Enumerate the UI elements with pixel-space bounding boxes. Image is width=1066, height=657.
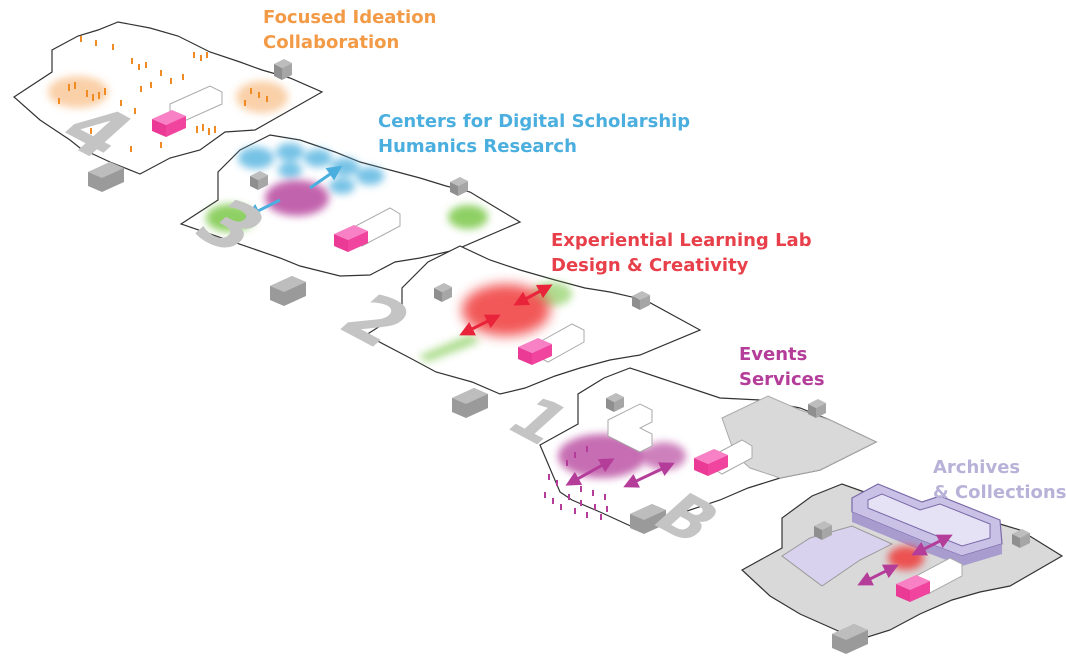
floor-1-label-line-2: Services <box>739 369 825 390</box>
flow-arrow <box>513 284 553 306</box>
archives-wing <box>851 483 1003 566</box>
floor-4-label-line-2: Collaboration <box>263 32 400 53</box>
people-icons <box>58 36 268 152</box>
humanics-zone <box>265 180 329 216</box>
digital-scholarship-zones <box>238 143 384 194</box>
floor-b-label-line-1: Archives <box>933 457 1021 478</box>
flow-arrow <box>245 198 281 218</box>
stair-block <box>606 393 624 412</box>
floor-2-label-line-2: Design & Creativity <box>551 255 749 276</box>
stair-block <box>450 177 468 196</box>
core-block <box>896 575 930 602</box>
stair-block <box>434 283 452 302</box>
floor-b-label: Archives & Collections <box>933 455 1066 505</box>
floor-2-label: Experiential Learning Lab Design & Creat… <box>551 228 812 278</box>
stair-block <box>632 291 650 310</box>
floor-4-label: Focused Ideation Collaboration <box>263 5 436 55</box>
stair-block <box>814 521 832 540</box>
green-corridor <box>418 334 480 362</box>
floor-4-label-line-1: Focused Ideation <box>263 7 437 28</box>
green-zone <box>206 204 254 232</box>
flow-arrow <box>623 462 675 488</box>
collab-zone <box>236 81 288 113</box>
entry-stair <box>630 504 666 534</box>
stair-block <box>808 399 826 418</box>
floor-1-label-line-1: Events <box>739 344 808 365</box>
green-zone <box>448 205 488 229</box>
stair-block <box>274 59 292 80</box>
collections-zone <box>888 546 924 570</box>
core-block <box>694 449 728 476</box>
floor-4: 4 <box>13 21 324 192</box>
entry-stair <box>88 162 124 192</box>
floor-2-label-line-1: Experiential Learning Lab <box>551 230 812 251</box>
core-block <box>152 110 186 137</box>
floor-4-plate <box>13 21 324 175</box>
floor-1-label: Events Services <box>739 342 825 392</box>
entry-stair <box>832 624 868 654</box>
stair-block <box>250 171 268 190</box>
flow-arrow <box>309 165 343 190</box>
floor-3-label: Centers for Digital Scholarship Humanics… <box>378 109 690 159</box>
entry-stair <box>270 276 306 306</box>
floor-1: 1 <box>491 367 878 534</box>
core-block <box>334 225 368 252</box>
floor-b: B <box>637 482 1064 654</box>
flow-arrow <box>911 534 953 556</box>
core-block <box>518 338 552 365</box>
flow-arrow <box>857 564 899 586</box>
stair-block <box>1012 529 1030 548</box>
floor-3-label-line-2: Humanics Research <box>378 136 577 157</box>
flow-arrow <box>459 314 501 336</box>
archives-zone <box>781 525 894 587</box>
floor-b-label-line-2: & Collections <box>933 482 1066 503</box>
floor-3-label-line-1: Centers for Digital Scholarship <box>378 111 691 132</box>
entry-stair <box>452 388 488 418</box>
floor-2: 2 <box>322 245 702 418</box>
flow-arrow <box>565 458 615 486</box>
elevator-core <box>607 403 653 453</box>
floor-3-plate <box>179 134 522 277</box>
